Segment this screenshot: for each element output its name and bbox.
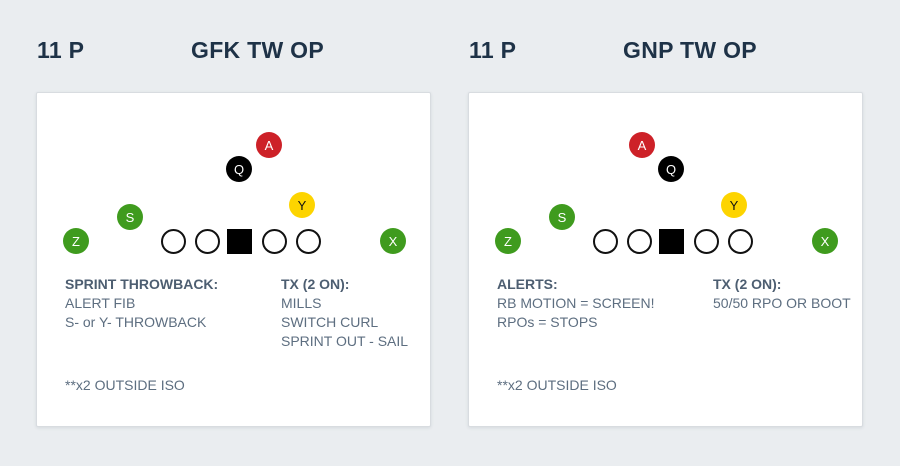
player-q-marker: Q [658,156,684,182]
play-card[interactable]: A Q Y S Z X ALERTS: RB MOTION = SCREEN! … [468,92,863,427]
play-name: GFK TW OP [191,37,325,63]
notes-line: RB MOTION = SCREEN! [497,295,655,311]
center-square [227,229,252,254]
lineman-circle [593,229,618,254]
player-z-marker: Z [495,228,521,254]
notes-line: ALERT FIB [65,295,136,311]
play-card[interactable]: A Q Y S Z X SPRINT THROWBACK: ALERT FIB … [36,92,431,427]
notes-line: S- or Y- THROWBACK [65,314,207,330]
play-name: GNP TW OP [623,37,757,63]
notes-header: ALERTS: [497,276,558,292]
personnel-label: 11 P [37,37,85,63]
notes-line: 50/50 RPO OR BOOT [713,295,851,311]
center-square [659,229,684,254]
notes-column-left: ALERTS: RB MOTION = SCREEN! RPOs = STOPS [497,275,655,332]
lineman-circle [296,229,321,254]
lineman-circle [195,229,220,254]
notes-line: MILLS [281,295,322,311]
notes-column-left: SPRINT THROWBACK: ALERT FIB S- or Y- THR… [65,275,218,332]
notes-column-right: TX (2 ON): MILLS SWITCH CURL SPRINT OUT … [281,275,408,351]
lineman-circle [161,229,186,254]
player-x-marker: X [812,228,838,254]
footnote: **x2 OUTSIDE ISO [497,377,617,393]
play-column-gnp: 11 P GNP TW OP A Q Y S Z X ALERTS: RB MO… [468,0,863,466]
formation-diagram: A Q Y S Z X [37,93,430,426]
player-z-marker: Z [63,228,89,254]
lineman-circle [627,229,652,254]
player-y-marker: Y [289,192,315,218]
player-a-marker: A [256,132,282,158]
player-a-marker: A [629,132,655,158]
lineman-circle [694,229,719,254]
play-header: 11 P GFK TW OP [36,37,431,63]
play-header: 11 P GNP TW OP [468,37,863,63]
player-q-marker: Q [226,156,252,182]
notes-header: TX (2 ON): [281,276,350,292]
notes-line: SPRINT OUT - SAIL [281,333,409,349]
footnote: **x2 OUTSIDE ISO [65,377,185,393]
notes-column-right: TX (2 ON): 50/50 RPO OR BOOT [713,275,851,313]
formation-diagram: A Q Y S Z X [469,93,862,426]
lineman-circle [728,229,753,254]
player-s-marker: S [117,204,143,230]
player-y-marker: Y [721,192,747,218]
notes-header: TX (2 ON): [713,276,782,292]
personnel-label: 11 P [469,37,517,63]
notes-line: RPOs = STOPS [497,314,598,330]
play-column-gfk: 11 P GFK TW OP A Q Y S Z X SPRINT THROWB… [36,0,431,466]
player-s-marker: S [549,204,575,230]
notes-line: SWITCH CURL [281,314,379,330]
lineman-circle [262,229,287,254]
notes-header: SPRINT THROWBACK: [65,276,219,292]
player-x-marker: X [380,228,406,254]
